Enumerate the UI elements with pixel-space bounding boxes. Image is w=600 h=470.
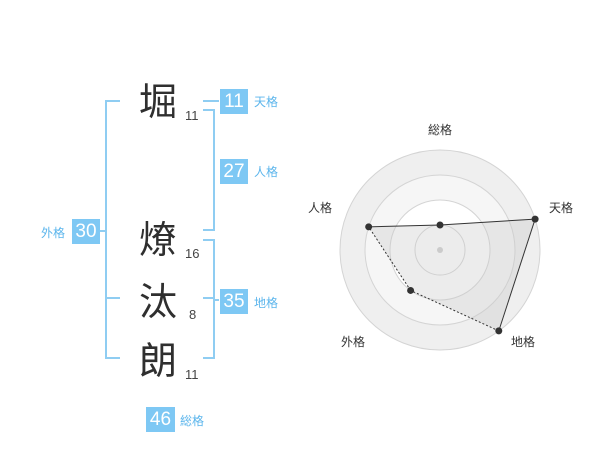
stroke-count-2: 16 [185, 246, 200, 261]
jinkaku-value-badge: 27 [220, 159, 248, 184]
soukaku-label: 総格 [180, 414, 205, 428]
radar-point-1 [531, 215, 539, 223]
chikaku-value-badge: 35 [220, 289, 248, 314]
name-char-3: 汰 [139, 280, 178, 324]
stroke-count-3: 8 [189, 307, 197, 322]
radar-axis-label-0: 総格 [428, 123, 453, 137]
radar-edge-3 [368, 226, 412, 291]
radar-edge-0 [439, 218, 536, 226]
radar-edge-1 [498, 218, 536, 332]
jinkaku-label: 人格 [254, 165, 279, 179]
radar-area [368, 219, 536, 331]
radar-axis-label-2: 地格 [511, 335, 536, 349]
radar-center-dot [437, 247, 443, 253]
radar-point-3 [407, 286, 415, 294]
chikaku-label: 地格 [254, 296, 279, 310]
tenkaku-value-badge: 11 [220, 89, 248, 114]
radar-point-2 [495, 327, 503, 335]
tenkaku-label: 天格 [254, 95, 279, 109]
jinkaku-bracket [203, 109, 215, 231]
radar-axis-label-1: 天格 [549, 201, 574, 215]
name-char-2: 燎 [139, 218, 178, 262]
stroke-count-1: 11 [185, 108, 199, 123]
gaikaku-value-badge: 30 [72, 219, 100, 244]
name-char-1: 堀 [139, 80, 178, 124]
radar-axis-label-4: 人格 [308, 201, 333, 215]
soukaku-value-badge: 46 [146, 407, 175, 432]
gaikaku-label: 外格 [41, 226, 66, 240]
name-char-4: 朗 [139, 339, 178, 383]
radar-point-4 [365, 223, 373, 231]
radar-edge-4 [368, 224, 441, 228]
radar-point-0 [436, 221, 444, 229]
stroke-count-4: 11 [185, 367, 199, 382]
radar-axis-label-3: 外格 [341, 335, 366, 349]
radar-edge-2 [410, 289, 499, 332]
gaikaku-bracket [105, 100, 120, 359]
